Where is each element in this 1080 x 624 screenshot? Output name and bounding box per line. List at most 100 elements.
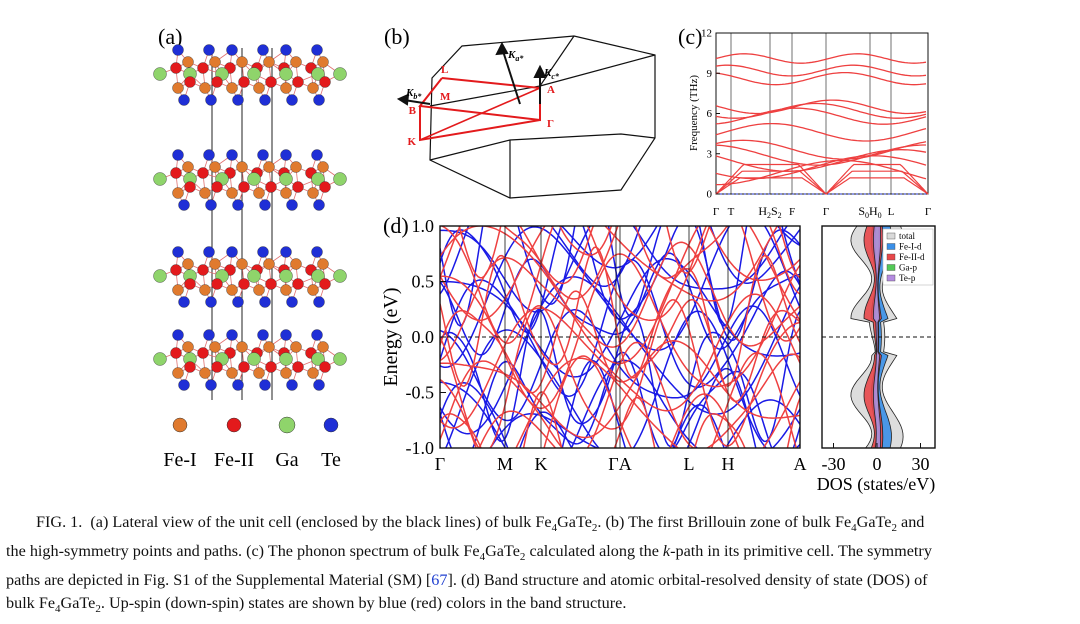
dos-legend-label: total: [899, 231, 915, 241]
atom-ga: [153, 269, 167, 283]
atom-fe-ii: [211, 278, 223, 290]
atom-ga: [247, 352, 261, 366]
atom-te: [226, 149, 238, 161]
band-ytick-label: 0.5: [412, 272, 435, 292]
atom-fe-i: [280, 284, 292, 296]
atom-ga: [153, 352, 167, 366]
atom-fe-i: [209, 56, 221, 68]
acoustic-branch: [825, 170, 929, 195]
phonon-ytick-label: 9: [707, 68, 713, 80]
band-xtick-label: Γ: [435, 454, 445, 474]
atom-fe-i: [226, 82, 238, 94]
dos-legend-label: Ga-p: [899, 263, 917, 273]
atom-te: [311, 44, 323, 56]
atom-fe-i: [209, 258, 221, 270]
atom-fe-i: [199, 367, 211, 379]
atom-fe-i: [182, 258, 194, 270]
phonon-branch: [715, 149, 927, 172]
bz-vector-2: Kb*: [405, 87, 422, 101]
atom-te: [257, 329, 269, 341]
atom-fe-i: [263, 56, 275, 68]
up-spin-band: [489, 399, 800, 448]
atom-fe-ii: [211, 181, 223, 193]
atom-fe-i: [317, 258, 329, 270]
band-xtick-label: H: [722, 454, 735, 474]
atom-ga: [279, 269, 293, 283]
bz-point-1: M: [440, 91, 451, 103]
atom-fe-ii: [292, 76, 304, 88]
atom-fe-i: [182, 56, 194, 68]
atom-te: [313, 94, 325, 106]
atom-fe-i: [290, 161, 302, 173]
phonon-ytick-label: 0: [707, 189, 713, 201]
atom-ga: [247, 172, 261, 186]
atom-fe-i: [263, 258, 275, 270]
atom-ga: [247, 269, 261, 283]
atom-fe-i: [307, 82, 319, 94]
legend-atom-te-label: Te: [321, 449, 341, 471]
atom-fe-i: [263, 341, 275, 353]
reference-link[interactable]: 67: [431, 571, 448, 590]
atom-fe-ii: [319, 278, 331, 290]
phonon-xtick-label: H2S2: [758, 204, 781, 220]
phonon-branch: [716, 159, 927, 186]
legend-atom-fe-i-label: Fe-I: [163, 449, 196, 471]
atom-te: [178, 379, 190, 391]
bz-point-5: K: [407, 136, 416, 148]
atom-fe-i: [263, 161, 275, 173]
dos-xlabel: DOS (states/eV): [817, 474, 935, 495]
atom-te: [311, 246, 323, 258]
legend-atom-fe-ii-label: Fe-II: [214, 449, 254, 471]
caption-line-4: bulk Fe4GaTe2. Up-spin (down-spin) state…: [6, 594, 627, 616]
atom-te: [232, 94, 244, 106]
panel-c-label: (c): [678, 24, 702, 49]
atom-fe-ii: [238, 278, 250, 290]
atom-ga: [279, 67, 293, 81]
atom-fe-ii: [265, 278, 277, 290]
caption-line-1: FIG. 1. (a) Lateral view of the unit cel…: [36, 513, 925, 535]
atom-fe-i: [317, 56, 329, 68]
atom-fe-ii: [292, 278, 304, 290]
atom-te: [280, 246, 292, 258]
atom-fe-i: [172, 367, 184, 379]
atom-fe-i: [307, 187, 319, 199]
atom-te: [286, 296, 298, 308]
atom-fe-ii: [170, 62, 182, 74]
atom-ga: [153, 172, 167, 186]
atom-te: [172, 149, 184, 161]
legend-atom-fe-ii-swatch: [226, 417, 242, 433]
atom-te: [232, 296, 244, 308]
phonon-xtick-label: Γ: [925, 206, 931, 218]
atom-fe-ii: [197, 347, 209, 359]
bz-point-4: Γ: [547, 118, 554, 130]
dos-xtick-label: 30: [912, 454, 930, 474]
atom-fe-i: [209, 341, 221, 353]
atom-fe-ii: [319, 76, 331, 88]
atom-ga: [311, 269, 325, 283]
atom-te: [257, 149, 269, 161]
down-spin-band: [478, 393, 740, 448]
atom-te: [178, 94, 190, 106]
atom-te: [286, 199, 298, 211]
phonon-branch: [715, 155, 927, 180]
band-ylabel: Energy (eV): [380, 287, 402, 386]
atom-ga: [333, 172, 347, 186]
down-spin-band: [458, 226, 800, 279]
atom-ga: [311, 172, 325, 186]
atom-fe-ii: [238, 181, 250, 193]
atom-te: [286, 379, 298, 391]
atom-ga: [311, 352, 325, 366]
caption-line-2: the high-symmetry points and paths. (c) …: [6, 542, 932, 564]
atom-fe-i: [280, 82, 292, 94]
band-ytick-label: -0.5: [406, 383, 435, 403]
dos-legend-swatch: [886, 232, 896, 240]
atom-te: [257, 246, 269, 258]
atom-fe-ii: [170, 264, 182, 276]
atom-te: [313, 296, 325, 308]
atom-te: [286, 94, 298, 106]
legend-atom-ga-swatch: [278, 416, 296, 434]
phonon-xtick-label: L: [888, 206, 895, 218]
bz-point-0: L: [441, 64, 448, 76]
atom-te: [259, 199, 271, 211]
atom-fe-ii: [238, 361, 250, 373]
